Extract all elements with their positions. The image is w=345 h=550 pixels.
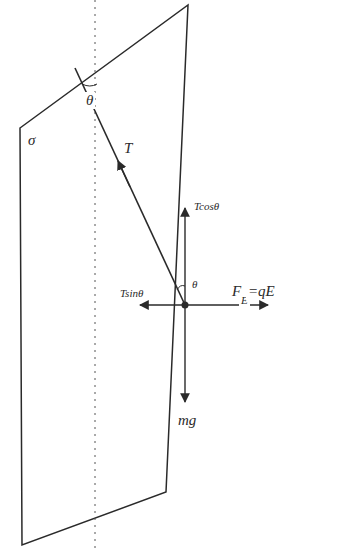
angle-arc — [177, 286, 185, 291]
charged-plane — [20, 5, 188, 545]
tsin-arrow — [140, 304, 185, 305]
surface-charge: σ — [26, 132, 37, 149]
weight-label: mg — [176, 412, 198, 429]
angle-symbol: θ — [84, 92, 95, 109]
tension-label: T — [122, 140, 134, 157]
tcos-arrow — [184, 208, 185, 305]
angle-symbol: θ — [190, 278, 199, 291]
tension-arrow — [118, 161, 130, 187]
component-label: Tcosθ — [192, 200, 221, 213]
weight-arrow — [184, 305, 185, 402]
electric-force-arrow — [185, 304, 268, 305]
force-label: =qE — [246, 283, 277, 300]
string — [75, 68, 185, 305]
angle-arc — [82, 84, 97, 86]
component-label: Tsinθ — [118, 287, 145, 300]
charged-ball — [182, 302, 189, 309]
vertical-reference — [95, 0, 96, 550]
